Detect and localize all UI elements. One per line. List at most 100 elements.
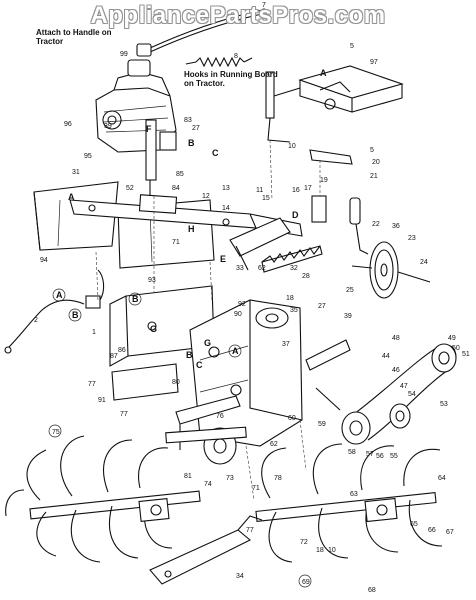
callout-c10b: 10	[328, 547, 336, 554]
callout-c14: 14	[222, 205, 230, 212]
callout-ring-c75	[48, 424, 62, 438]
callout-c99: 99	[120, 51, 128, 58]
callout-c34: 34	[236, 573, 244, 580]
note-attach-handle: Attach to Handle on Tractor	[36, 28, 112, 46]
callout-c85: 85	[176, 171, 184, 178]
callout-c68: 68	[368, 587, 376, 594]
callout-c66: 66	[428, 527, 436, 534]
callout-c58: 58	[348, 449, 356, 456]
callout-ring-cA4	[228, 344, 242, 358]
callout-c51: 51	[462, 351, 470, 358]
callout-c65: 65	[410, 521, 418, 528]
callout-c13a: 13	[222, 185, 230, 192]
callout-ring-cA3	[52, 288, 66, 302]
callout-c18a: 18	[286, 295, 294, 302]
callout-c97: 97	[370, 59, 378, 66]
callout-c67: 67	[446, 529, 454, 536]
callout-c5a: 5	[350, 43, 354, 50]
callout-c78: 78	[274, 475, 282, 482]
callout-c19: 19	[320, 177, 328, 184]
callout-c94: 94	[40, 257, 48, 264]
tension-spring	[185, 56, 253, 68]
tiller-hood	[33, 181, 215, 269]
callout-c56: 56	[376, 453, 384, 460]
callout-c90: 90	[234, 311, 242, 318]
control-cable	[136, 8, 268, 57]
callout-c54: 54	[408, 391, 416, 398]
callout-c55: 55	[390, 453, 398, 460]
callout-c62: 62	[258, 265, 266, 272]
callout-c11a: 11	[256, 187, 263, 194]
callout-c52: 52	[126, 185, 134, 192]
gear-case	[189, 299, 303, 447]
callout-c17: 17	[304, 185, 312, 192]
callout-c32: 32	[290, 265, 298, 272]
depth-control-bracket	[229, 217, 323, 273]
callout-c24: 24	[420, 259, 428, 266]
callout-c46: 46	[392, 367, 400, 374]
callout-c7: 7	[262, 2, 266, 9]
callout-c71b: 71	[252, 485, 260, 492]
callout-c50: 50	[452, 345, 460, 352]
callout-c64: 64	[438, 475, 446, 482]
callout-c27b: 27	[318, 303, 326, 310]
callout-c21: 21	[370, 173, 378, 180]
assembly-guide-lines	[95, 139, 321, 501]
callout-c59: 59	[318, 421, 326, 428]
callout-c35: 35	[290, 307, 298, 314]
callout-cG1: G	[150, 324, 157, 334]
callout-c93: 93	[148, 277, 156, 284]
main-frame-tube	[69, 194, 303, 237]
callout-c77c: 77	[246, 527, 254, 534]
callout-cA2: A	[68, 192, 75, 202]
callout-c69: 69	[302, 579, 310, 586]
gauge-wheel-assembly	[309, 149, 431, 299]
callout-c80: 80	[172, 379, 180, 386]
lower-support-arms	[165, 395, 247, 465]
callout-cB4: B	[186, 350, 193, 360]
callout-cB1: B	[188, 138, 195, 148]
callout-c28: 28	[302, 273, 310, 280]
callout-cA4: A	[232, 346, 239, 356]
callout-c20a: 20	[372, 159, 380, 166]
callout-c47: 47	[400, 383, 408, 390]
callout-c84: 84	[172, 185, 180, 192]
callout-c49: 49	[448, 335, 456, 342]
callout-ring-cB2	[68, 308, 82, 322]
callout-c77b: 77	[120, 411, 128, 418]
callout-c8: 8	[234, 53, 238, 60]
lift-bracket-assembly	[265, 65, 404, 143]
callout-c22: 22	[372, 221, 380, 228]
tine-assembly-left	[5, 435, 201, 563]
watermark: AppliancePartsPros.com	[90, 2, 386, 29]
callout-cB2: B	[72, 310, 79, 320]
engine	[95, 59, 177, 196]
callout-c86: 86	[118, 347, 126, 354]
callout-c2: 2	[34, 317, 38, 324]
callout-cG2: G	[204, 338, 211, 348]
callout-c87: 87	[110, 353, 118, 360]
callout-c74: 74	[204, 481, 212, 488]
callout-c16: 16	[292, 187, 300, 194]
callout-ring-cB3	[128, 292, 142, 306]
callout-ring-c69	[298, 574, 312, 588]
note-hooks-running-board: Hooks in Running Board on Tractor.	[184, 70, 278, 88]
callout-c73: 73	[226, 475, 234, 482]
callout-c5b: 5	[370, 147, 374, 154]
callout-c12: 12	[202, 193, 210, 200]
callout-c27a: 27	[192, 125, 200, 132]
callout-c75: 75	[52, 429, 60, 436]
callout-c15: 15	[262, 195, 270, 202]
callout-cE1: E	[220, 254, 226, 264]
callout-c33: 33	[236, 265, 244, 272]
callout-c48: 48	[392, 335, 400, 342]
callout-c31: 31	[72, 169, 80, 176]
callout-c37: 37	[282, 341, 290, 348]
callout-cH1: H	[188, 224, 195, 234]
callout-c39b: 39	[344, 313, 352, 320]
callout-cA1: A	[320, 68, 327, 78]
callout-c81: 81	[184, 473, 192, 480]
callout-c10a: 10	[288, 143, 296, 150]
